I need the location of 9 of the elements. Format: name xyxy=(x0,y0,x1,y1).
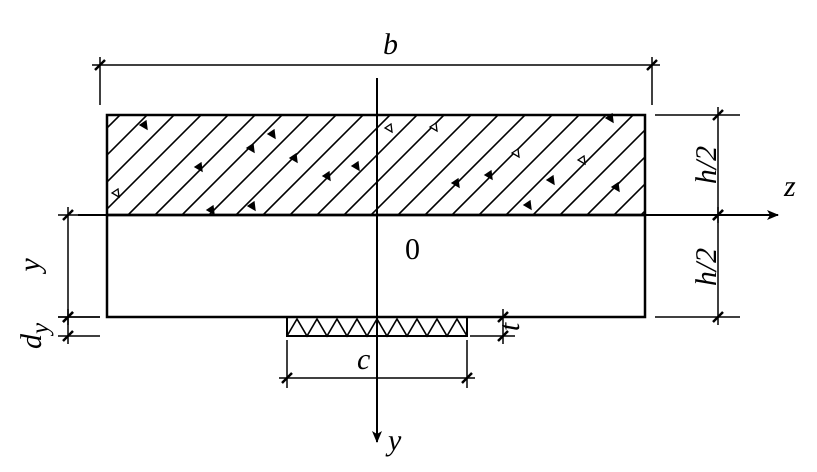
dimension-label: h/2 xyxy=(692,248,722,286)
dimension-label: b xyxy=(383,30,398,60)
axis-label: z xyxy=(784,172,796,202)
dimension-label: y xyxy=(16,258,46,272)
dimension-label: c xyxy=(357,345,370,375)
dimension-label: t xyxy=(495,322,526,332)
origin-label: 0 xyxy=(405,235,420,265)
axis-label: y xyxy=(388,426,402,456)
dimension-label: h/2 xyxy=(692,146,722,184)
